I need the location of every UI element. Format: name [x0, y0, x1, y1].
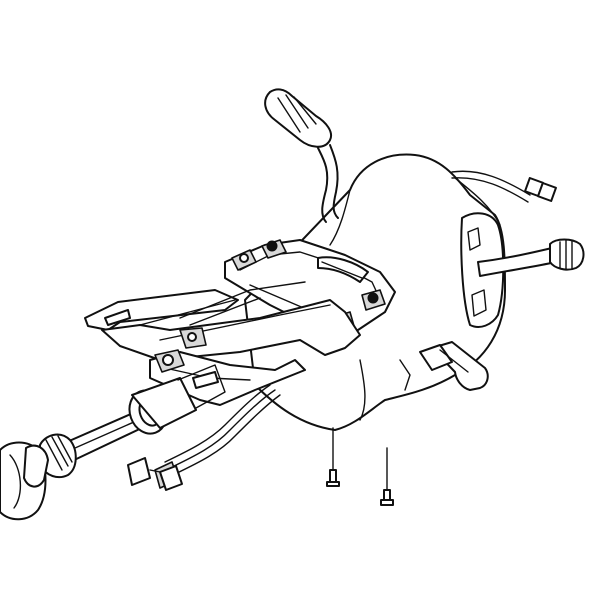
mounting-screw-left [326, 427, 340, 487]
upper-wiring [451, 170, 557, 203]
universal-joint [0, 433, 77, 521]
steering-shaft [59, 364, 226, 463]
turn-signal-lever [477, 238, 585, 277]
lower-bracket [84, 281, 361, 406]
mounting-screw-right [380, 447, 394, 506]
wiring-harness [164, 384, 281, 475]
wiring-connector [127, 457, 183, 491]
key-release-tab [419, 341, 489, 391]
tilt-lever [264, 88, 339, 223]
